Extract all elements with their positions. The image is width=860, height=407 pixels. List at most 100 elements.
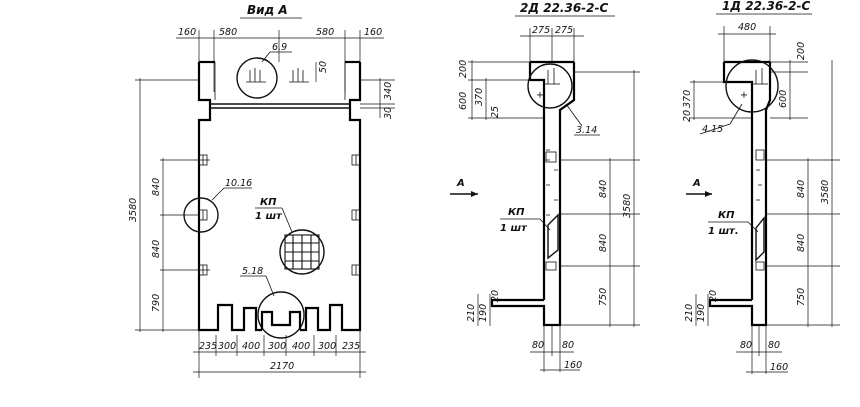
lifting-loop-icon: [752, 68, 768, 85]
stem-hatch: [546, 149, 558, 216]
dim-600: 600: [778, 90, 789, 108]
lifting-loop-icon: [289, 68, 309, 83]
width-total: 160: [564, 360, 582, 371]
anchor-icon: [351, 209, 361, 221]
section-2d: 2Д 22.36-2-С 275 275 + 200 370 600 25: [450, 1, 640, 372]
anchor-icon: [755, 149, 765, 161]
bottom-dim-300-a: 300: [218, 341, 236, 352]
leader-line: [211, 187, 225, 201]
width-total: 2170: [270, 361, 294, 372]
head-outline-right: [764, 62, 772, 118]
dim-30: 30: [383, 107, 394, 119]
kp-leader: [747, 221, 759, 233]
top-right-dim-200: 200: [796, 42, 807, 60]
right-dim-840-upper: 840: [796, 180, 807, 198]
left-dim-200: 200: [458, 60, 469, 78]
left-dim-600: 600: [458, 92, 469, 110]
section-2d-title: 2Д 22.36-2-С: [520, 1, 608, 15]
arrow-label: А: [456, 178, 465, 189]
kp-label: КП: [718, 210, 735, 221]
bottom-left-dim-20: 20: [708, 290, 719, 302]
top-dim-480: 480: [738, 22, 756, 33]
top-dim-275-right: 275: [555, 25, 573, 36]
bottom-dim-80-left: 80: [740, 340, 752, 351]
right-dim-750: 750: [796, 288, 807, 306]
width-total: 160: [770, 362, 788, 373]
foot-outline: [708, 298, 768, 327]
kp-plate: [755, 216, 765, 262]
panel-outline-right: [300, 62, 362, 332]
dim-50: 50: [318, 61, 329, 73]
section-1d-title: 1Д 22.36-2-С: [722, 0, 810, 13]
kp-qty: 1 шт.: [708, 226, 739, 237]
leader-line: [261, 51, 271, 63]
circle-bottom-label: 5.18: [242, 266, 263, 277]
detail-circle-top: [236, 57, 278, 99]
right-dim-840-lower: 840: [796, 234, 807, 252]
anchor-icon: [755, 261, 765, 271]
height-total: 3580: [820, 180, 831, 204]
left-dim-370: 370: [474, 88, 485, 106]
left-dim-790: 790: [151, 294, 162, 312]
panel-outline-left: [197, 62, 262, 332]
bottom-left-dim-20: 20: [490, 290, 501, 302]
kp-qty: 1 шт: [500, 223, 528, 234]
bottom-dim-80-left: 80: [532, 340, 544, 351]
kp-qty: 1 шт: [255, 211, 283, 222]
section-1d: 1Д 22.36-2-С 480 + 200 600 370 20: [682, 0, 840, 374]
anchor-icon: [351, 264, 361, 276]
top-dim-580-right: 580: [316, 27, 334, 38]
leader-line: [265, 275, 275, 297]
left-dim-370: 370: [682, 90, 693, 108]
top-dim-275-left: 275: [532, 25, 550, 36]
circle-label: 3.14: [576, 125, 597, 136]
bottom-dim-300-c: 300: [318, 341, 336, 352]
top-dim-580-left: 580: [219, 27, 237, 38]
bottom-left-dim-210: 210: [466, 304, 477, 322]
circle-top-label: 6.9: [272, 42, 287, 53]
left-dim-20: 20: [682, 110, 693, 122]
bottom-dim-80-right: 80: [768, 340, 780, 351]
bottom-left-dim-190: 190: [696, 304, 707, 322]
view-a: Вид А 160 580 580 160 6.9: [128, 3, 395, 378]
bottom-dim-400-a: 400: [242, 341, 260, 352]
left-dim-840-lower: 840: [151, 240, 162, 258]
right-dim-840-lower: 840: [598, 234, 609, 252]
left-dim-840-upper: 840: [151, 178, 162, 196]
foot-outline: [490, 298, 562, 327]
anchor-icon: [545, 261, 557, 271]
left-dim-25: 25: [490, 106, 501, 118]
bottom-dim-80-right: 80: [562, 340, 574, 351]
kp-circle: [279, 229, 325, 275]
height-total: 3580: [128, 198, 139, 222]
detail-circle-bottom: [257, 291, 305, 339]
bottom-dim-235-left: 235: [199, 341, 217, 352]
cross-mark: +: [740, 90, 748, 101]
lifting-loop-icon: [544, 68, 560, 85]
dim-340: 340: [383, 82, 394, 100]
detail-circle: [527, 63, 573, 109]
stem-hatch: [756, 169, 762, 201]
anchor-icon: [351, 154, 361, 166]
bottom-left-dim-210: 210: [684, 304, 695, 322]
circle-left-label: 10.16: [225, 178, 252, 189]
detail-circle-left: [183, 197, 219, 233]
head-outline-left: [722, 62, 754, 118]
leader-line: [729, 103, 743, 125]
anchor-icon: [198, 209, 208, 221]
kp-label: КП: [508, 207, 525, 218]
top-dim-160-right: 160: [364, 27, 382, 38]
notch-center: [260, 310, 302, 330]
lifting-loop-icon: [246, 68, 266, 83]
bottom-left-dim-190: 190: [478, 304, 489, 322]
mounting-plate-grid: [284, 234, 320, 270]
right-dim-750: 750: [598, 288, 609, 306]
kp-leader: [539, 218, 551, 231]
anchor-icon: [198, 264, 208, 276]
anchor-icon: [198, 154, 208, 166]
view-a-title: Вид А: [247, 3, 288, 17]
right-dim-840-upper: 840: [598, 180, 609, 198]
top-dim-160-left: 160: [178, 27, 196, 38]
leader-line: [565, 103, 583, 127]
bottom-dim-400-b: 400: [292, 341, 310, 352]
